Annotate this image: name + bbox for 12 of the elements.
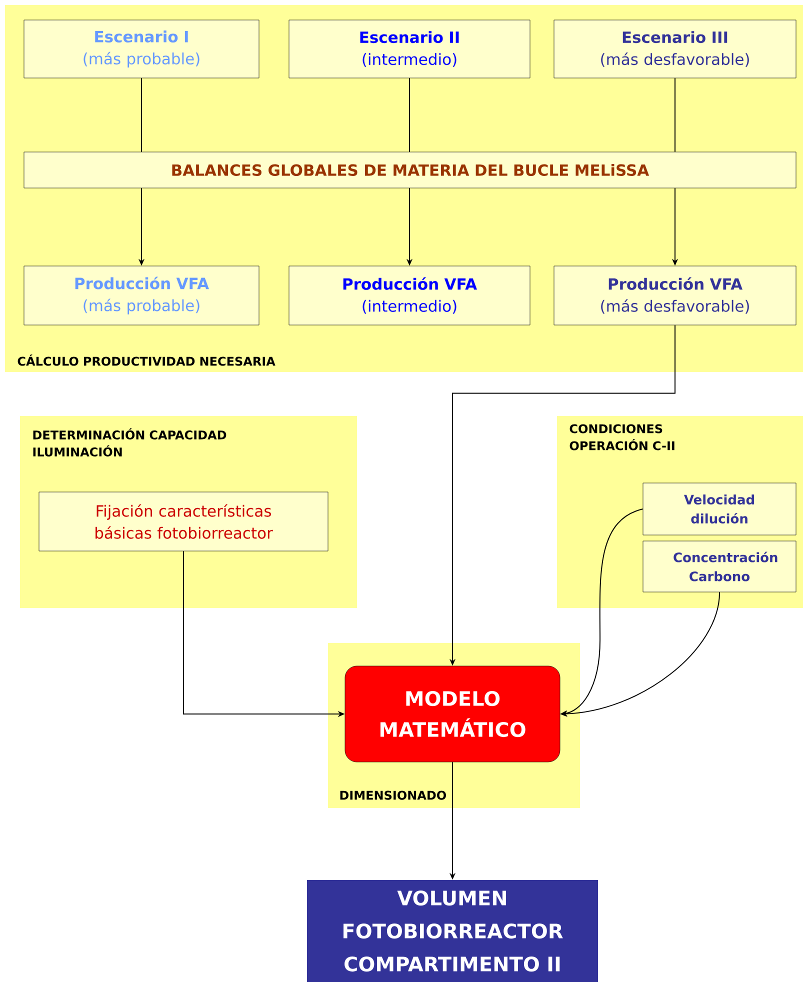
process-box: Concentración Carbono [642,540,796,592]
process-box: Escenario III (más desfavorable) [554,20,796,78]
process-box: Fijación características básicas fotobiorreactor [38,492,328,552]
process-box: Producción VFA (más desfavorable) [554,266,796,326]
process-box: Producción VFA (intermedio) [288,266,530,326]
result-box: VOLUMEN FOTOBIORREACTOR COMPARTIMENTO II [307,880,598,982]
process-box: Velocidad dilución [642,482,796,536]
process-box: Escenario I (más probable) [24,20,260,78]
process-box: Escenario II (intermedio) [288,20,530,78]
process-box: Producción VFA (más probable) [24,266,260,326]
model-box: MODELO MATEMÁTICO [344,666,560,762]
process-box: BALANCES GLOBALES DE MATERIA DEL BUCLE MELiSSA [24,152,796,188]
